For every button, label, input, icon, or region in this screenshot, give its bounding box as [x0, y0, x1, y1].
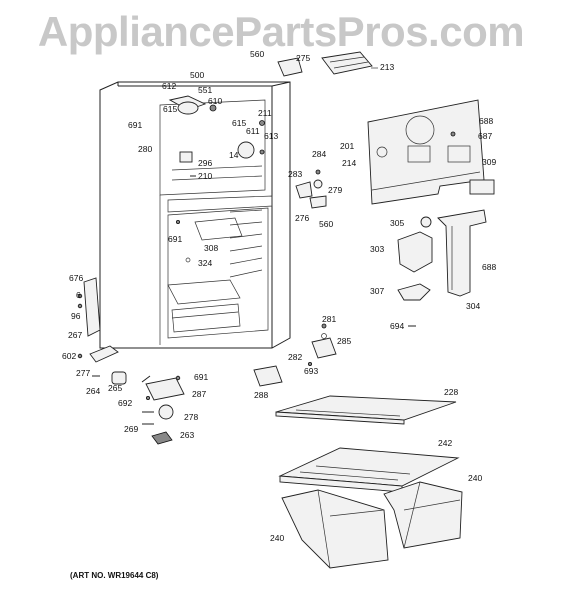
callout-263: 263 [180, 430, 194, 440]
callout-560a: 560 [250, 49, 264, 59]
callout-691b: 691 [168, 234, 182, 244]
callout-610: 610 [208, 96, 222, 106]
callout-615b: 615 [232, 118, 246, 128]
callout-211: 211 [258, 108, 272, 118]
callout-602: 602 [62, 351, 76, 361]
callout-687: 687 [478, 131, 492, 141]
callout-279: 279 [328, 185, 342, 195]
callout-264: 264 [86, 386, 100, 396]
callout-693: 693 [304, 366, 318, 376]
art-number: (ART NO. WR19644 C8) [70, 571, 159, 580]
callout-500: 500 [190, 70, 204, 80]
duct-cover-panel [367, 99, 485, 205]
watermark-logo: AppliancePartsPros.com [37, 8, 525, 55]
callout-688a: 688 [479, 116, 493, 126]
callout-277: 277 [76, 368, 90, 378]
callout-278: 278 [184, 412, 198, 422]
callout-214: 214 [342, 158, 356, 168]
callout-691a: 691 [128, 120, 142, 130]
callout-304: 304 [466, 301, 480, 311]
callout-692: 692 [118, 398, 132, 408]
callout-691c: 691 [194, 372, 208, 382]
callout-305: 305 [390, 218, 404, 228]
callout-694: 694 [390, 321, 404, 331]
callout-284: 284 [312, 149, 326, 159]
callout-615a: 615 [163, 104, 177, 114]
callout-280: 280 [138, 144, 152, 154]
crisper-drawers [281, 481, 463, 569]
callout-288: 288 [254, 390, 268, 400]
hinge-and-base-parts [77, 277, 337, 445]
callout-285: 285 [337, 336, 351, 346]
callout-287: 287 [192, 389, 206, 399]
callout-613: 613 [264, 131, 278, 141]
callout-96: 96 [71, 311, 81, 321]
callout-210: 210 [198, 171, 212, 181]
callout-551: 551 [198, 85, 212, 95]
callout-324: 324 [198, 258, 212, 268]
callout-213: 213 [380, 62, 394, 72]
callout-307: 307 [370, 286, 384, 296]
callout-275: 275 [296, 53, 310, 63]
callout-228: 228 [444, 387, 458, 397]
callout-676: 676 [69, 273, 83, 283]
callout-309: 309 [482, 157, 496, 167]
callout-281: 281 [322, 314, 336, 324]
crisper-cover [278, 447, 460, 493]
callout-560b: 560 [319, 219, 333, 229]
cabinet [99, 81, 291, 349]
callout-283: 283 [288, 169, 302, 179]
callout-308: 308 [204, 243, 218, 253]
callout-6: 6 [76, 290, 81, 300]
callout-303: 303 [370, 244, 384, 254]
callout-242: 242 [438, 438, 452, 448]
callout-201: 201 [340, 141, 354, 151]
callout-265: 265 [108, 383, 122, 393]
ice-tray-assembly [277, 51, 378, 77]
callout-240a: 240 [270, 533, 284, 543]
callout-276: 276 [295, 213, 309, 223]
shelf-228 [275, 395, 457, 425]
evaporator-parts [175, 101, 327, 263]
callout-612: 612 [162, 81, 176, 91]
callout-14: 14 [229, 150, 239, 160]
part-309 [469, 179, 495, 195]
callout-240b: 240 [468, 473, 482, 483]
callout-282: 282 [288, 352, 302, 362]
callout-267: 267 [68, 330, 82, 340]
callout-611: 611 [246, 126, 260, 136]
callout-688b: 688 [482, 262, 496, 272]
callout-296: 296 [198, 158, 212, 168]
callout-269: 269 [124, 424, 138, 434]
air-duct-assembly [397, 209, 487, 327]
